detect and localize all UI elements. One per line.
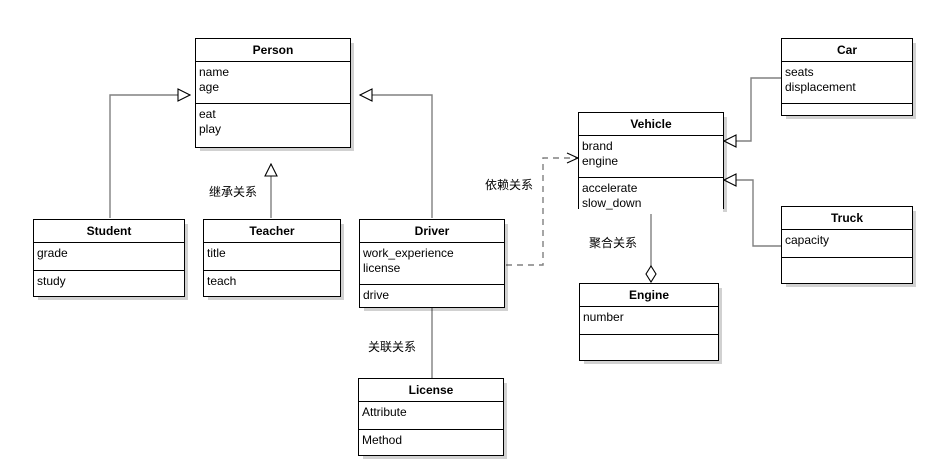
attribute-row: seats [785,65,814,79]
method-row: play [199,122,222,136]
method-row: study [37,274,66,288]
attribute-row: title [207,246,226,260]
method-row: eat [199,107,216,121]
class-methods-student: study [34,271,184,292]
attribute-row: engine [582,154,619,168]
class-title-truck: Truck [782,207,912,230]
class-title-vehicle: Vehicle [579,113,723,136]
class-methods-license: Method [359,430,503,451]
class-box-engine[interactable]: Engine number [579,283,719,361]
class-box-person[interactable]: Person name age eat play [195,38,351,148]
attribute-row: brand [582,139,613,153]
edge-driver-person [360,95,433,218]
attribute-row: Attribute [362,405,407,419]
attribute-row: capacity [785,233,830,247]
class-title-teacher: Teacher [204,220,340,243]
method-row: slow_down [582,196,642,210]
class-box-vehicle[interactable]: Vehicle brand engine accelerate slow_dow… [578,112,724,214]
class-box-teacher[interactable]: Teacher title teach [203,219,341,297]
class-attributes-student: grade [34,243,184,271]
class-box-car[interactable]: Car seats displacement [781,38,913,116]
class-attributes-truck: capacity [782,230,912,258]
class-attributes-person: name age [196,62,350,104]
class-methods-car [782,104,912,110]
edge-label-association: 关联关系 [368,340,417,354]
class-box-student[interactable]: Student grade study [33,219,185,297]
edge-student-person [109,95,190,218]
class-attributes-car: seats displacement [782,62,912,104]
attribute-row: work_experience [363,246,454,260]
class-box-truck[interactable]: Truck capacity [781,206,913,284]
class-methods-engine [580,335,718,341]
class-methods-driver: drive [360,285,504,306]
class-title-car: Car [782,39,912,62]
edge-label-aggregation: 聚合关系 [589,236,638,250]
method-row: teach [207,274,237,288]
edge-label-inheritance: 继承关系 [209,185,258,199]
attribute-row: age [199,80,220,94]
attribute-row: displacement [785,80,856,94]
method-row: drive [363,288,390,302]
class-box-driver[interactable]: Driver work_experience license drive [359,219,505,308]
class-title-person: Person [196,39,350,62]
attribute-row: grade [37,246,68,260]
class-title-driver: Driver [360,220,504,243]
class-attributes-engine: number [580,307,718,335]
edge-label-dependency: 依赖关系 [485,178,534,192]
class-title-engine: Engine [580,284,718,307]
class-attributes-teacher: title [204,243,340,271]
class-methods-truck [782,258,912,264]
edge-car-vehicle [724,77,781,141]
method-row: Method [362,433,403,447]
class-attributes-license: Attribute [359,402,503,430]
class-attributes-driver: work_experience license [360,243,504,285]
class-methods-person: eat play [196,104,350,140]
class-methods-teacher: teach [204,271,340,292]
attribute-row: number [583,310,624,324]
edge-truck-vehicle [724,180,781,247]
class-title-license: License [359,379,503,402]
attribute-row: license [363,261,401,275]
class-box-license[interactable]: License Attribute Method [358,378,504,456]
class-methods-vehicle: accelerate slow_down [579,178,723,214]
attribute-row: name [199,65,230,79]
edge-driver-vehicle-dependency [506,158,578,266]
class-attributes-vehicle: brand engine [579,136,723,178]
method-row: accelerate [582,181,638,195]
class-title-student: Student [34,220,184,243]
